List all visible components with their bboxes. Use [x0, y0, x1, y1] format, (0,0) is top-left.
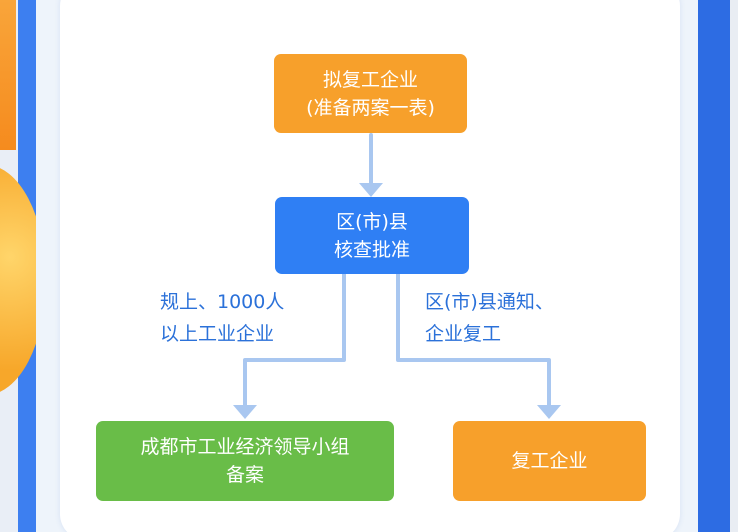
edge-label-right: 区(市)县通知、 企业复工: [425, 286, 554, 350]
node-start-line2: (准备两案一表): [306, 96, 435, 119]
node-start-line1: 拟复工企业: [322, 68, 418, 91]
left-orange-decoration: [0, 0, 16, 150]
node-approve-line1: 区(市)县: [336, 210, 408, 233]
node-record: 成都市工业经济领导小组 备案: [96, 421, 394, 501]
arrowhead-approve-to-resume: [537, 405, 561, 419]
edge-label-left-line2: 以上工业企业: [160, 323, 275, 345]
node-resume-line1: 复工企业: [511, 450, 588, 472]
node-record-line1: 成都市工业经济领导小组: [140, 436, 350, 458]
node-resume: 复工企业: [453, 421, 646, 501]
node-start: 拟复工企业 (准备两案一表): [274, 54, 467, 133]
node-record-line2: 备案: [225, 464, 264, 486]
node-approve: 区(市)县 核查批准: [275, 197, 469, 274]
edge-label-right-line2: 企业复工: [425, 323, 502, 345]
arrowhead-start-to-approve: [359, 183, 383, 197]
connector-approve-to-record: [243, 272, 346, 410]
edge-label-right-line1: 区(市)县通知、: [425, 291, 554, 313]
node-approve-line2: 核查批准: [333, 238, 410, 261]
edge-label-left-line1: 规上、1000人: [160, 291, 285, 313]
connector-approve-to-resume: [396, 272, 551, 410]
edge-label-left: 规上、1000人 以上工业企业: [160, 286, 284, 350]
right-background-strip: [730, 0, 738, 532]
arrowhead-approve-to-record: [233, 405, 257, 419]
